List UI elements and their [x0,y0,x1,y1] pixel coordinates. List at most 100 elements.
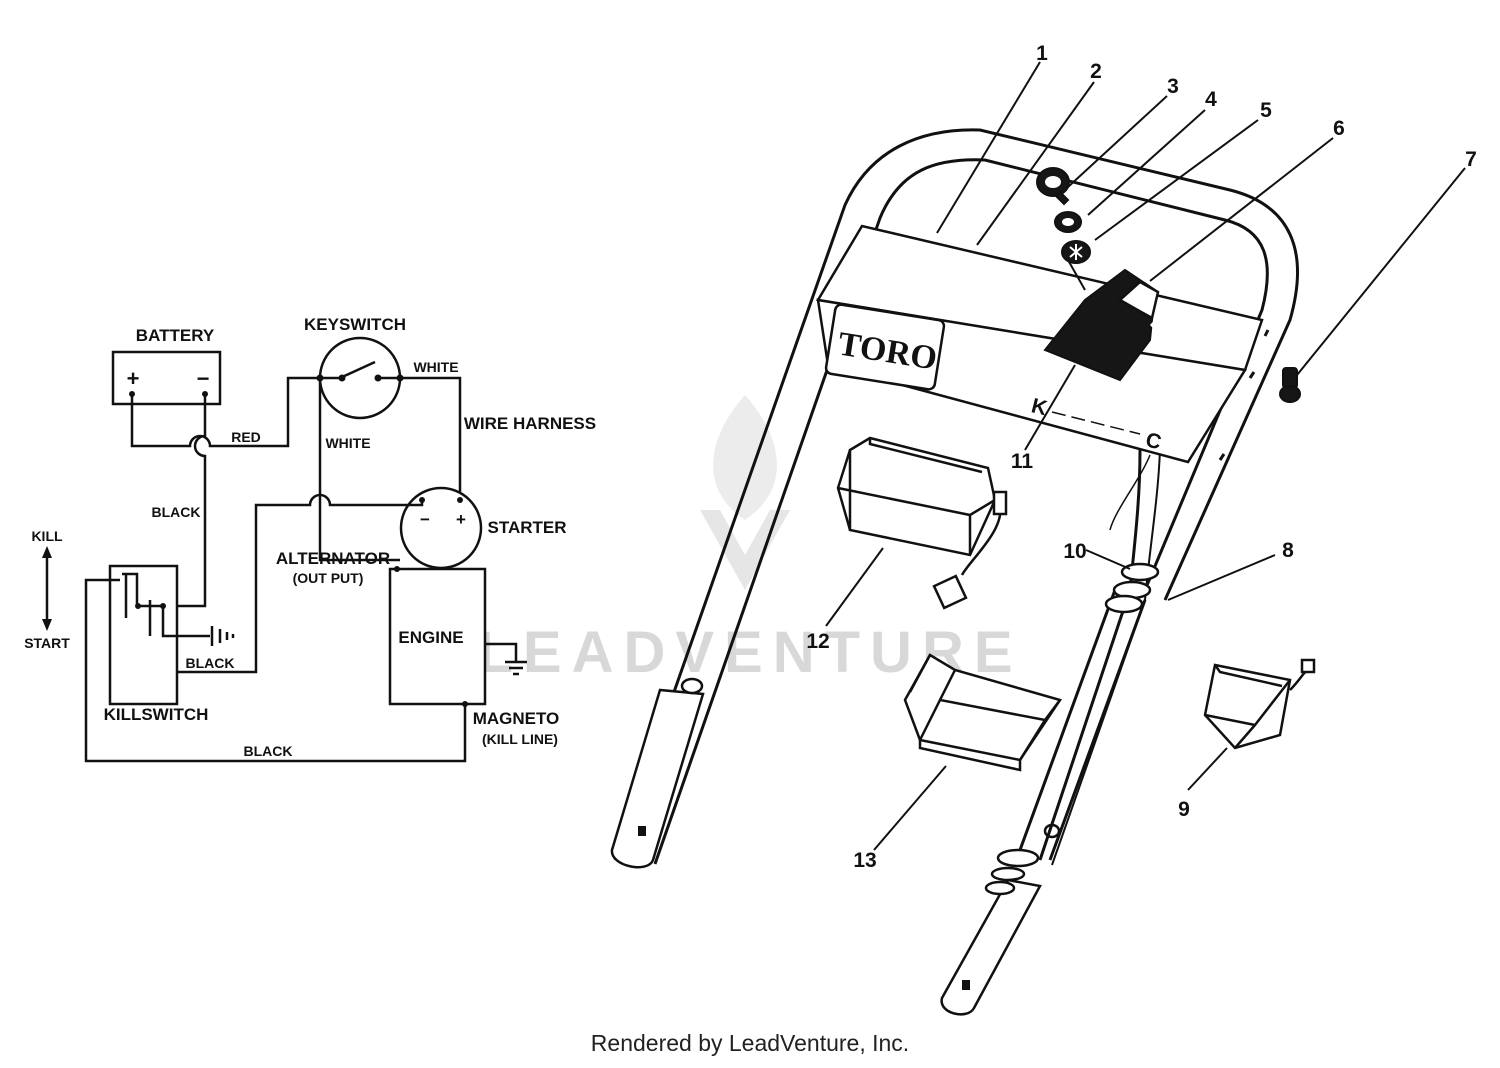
handle-rail-ticks [1218,329,1270,461]
engine-ground-icon [505,660,527,676]
battery-pack-plug [932,574,968,610]
cable-coil-lower [984,848,1040,896]
alternator-output-label: (OUT PUT) [293,570,364,586]
module-body [1203,663,1292,750]
starter-circle [399,486,483,570]
module-edges [1204,664,1291,749]
key-head-hole [1045,176,1061,188]
callout-1: 1 [1036,42,1048,65]
starter-plus-terminal [457,497,463,503]
callout-8: 8 [1282,539,1294,562]
alternator-wire [148,493,424,674]
leader-9 [1187,747,1228,791]
wiring-schematic: BATTERY + − RED BLACK KEYSWITCH WHITE WI… [24,315,596,763]
black-battery-wire [163,394,207,608]
leader-13 [873,765,947,851]
killswitch-ground-bars [210,626,235,646]
white-wire-harness [400,376,462,498]
key-3 [1036,167,1070,206]
red-wire-label: RED [231,429,261,445]
wire-harness-label: WIRE HARNESS [464,414,596,433]
callout-11: 11 [1011,450,1034,473]
cable-coil-ring-b [990,866,1026,882]
battery-pack-lid [868,438,983,474]
leader-11 [1024,364,1076,451]
killswitch-terminal-a1 [135,603,141,609]
panel-dashed-line [1051,411,1141,435]
wire-harness-strand [1109,454,1151,531]
handle-right-tube-hole [962,980,970,990]
engine-alternator-terminal [394,566,400,572]
cable-coil-ring-c [984,880,1016,896]
starter-minus-label: − [420,510,430,529]
callout-13: 13 [853,849,876,872]
engine-label: ENGINE [398,628,463,647]
battery-tray-edges [908,654,1061,761]
cable-clamp-10 [1104,562,1160,614]
bolt-head [1279,385,1301,403]
engine-ground-bars [505,660,527,676]
black-wire-label-bottom: BLACK [244,743,293,759]
handle-left-tube-hole [638,826,646,836]
kill-label: KILL [31,528,63,544]
battery-pack-12 [836,436,1008,610]
engine-box [388,567,487,706]
exploded-parts-view: TORO K C [610,42,1477,1016]
handle-left-tube-end [680,677,704,695]
battery-pack-terminal [992,490,1008,516]
battery-plus-label: + [127,366,140,391]
callout-leaders [825,61,1466,851]
black-wire-label-left: BLACK [152,504,201,520]
callout-6: 6 [1333,117,1345,140]
callout-4: 4 [1205,88,1217,111]
panel-letter-k: K [1029,394,1049,420]
throttle-lever [1117,280,1160,320]
callout-12: 12 [806,630,829,653]
battery-tray-lip [918,740,1022,772]
callout-3: 3 [1167,75,1179,98]
battery-label: BATTERY [136,326,215,345]
watermark-v-icon [700,510,790,590]
start-label: START [24,635,70,651]
leader-5 [1094,119,1259,241]
battery-tray-13 [903,653,1062,772]
white-wire-label-mid: WHITE [325,435,370,451]
leader-panel [1067,259,1086,291]
callout-5: 5 [1260,99,1272,122]
magneto-kill-wire [84,578,467,763]
starter-plus-label: + [456,510,466,529]
killswitch-black-label: BLACK [186,655,235,671]
callout-7: 7 [1465,148,1477,171]
handle-outer-rail [613,128,1299,861]
magneto-label: MAGNETO [473,709,560,728]
killswitch-contacts [122,572,163,636]
handle-lower-left-tube [610,688,705,869]
cable-clamp-ring-c [1104,594,1144,614]
throttle-highlight [1150,316,1162,338]
key-blade [1054,190,1070,206]
handle-inner-rail [653,158,1269,865]
alternator-label: ALTERNATOR [276,549,390,568]
keyswitch-pivot [338,374,346,382]
bolt-7 [1279,367,1301,403]
washer-hole [1062,218,1074,226]
white-wire-label-top: WHITE [413,359,458,375]
footer-credit: Rendered by LeadVenture, Inc. [590,1030,910,1056]
killswitch-ground-wire [161,606,210,638]
killswitch-ground-icon [210,626,235,646]
leader-1 [936,61,1041,234]
magneto-kill-line-label: (KILL LINE) [482,731,558,747]
callout-9: 9 [1178,798,1190,821]
callout-2: 2 [1090,60,1102,83]
leader-8 [1167,554,1276,601]
callout-numbers: 1 2 3 4 5 6 7 8 9 10 11 12 13 [806,42,1477,872]
panel-letter-c: C [1143,428,1163,454]
leader-10 [1085,549,1131,570]
battery-minus-label: − [197,366,210,391]
leader-3 [1067,95,1168,188]
watermark-flame-icon [713,395,777,520]
white-wire-mid [318,378,400,562]
module-connector [1300,658,1316,674]
engine-ground-wire [485,642,518,662]
